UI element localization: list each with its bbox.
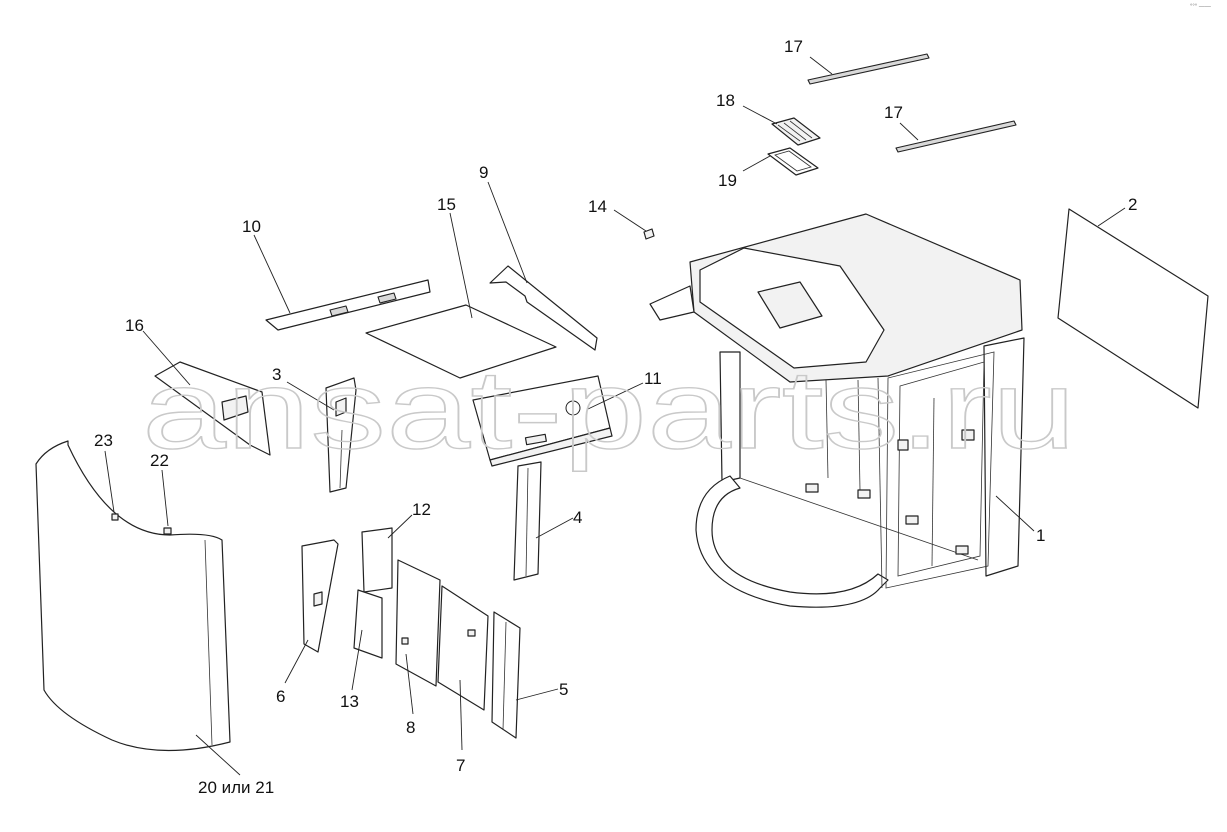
part-15-plate	[365, 304, 557, 379]
part-17-strip-upper	[807, 53, 930, 85]
callout-11: 11	[644, 369, 662, 388]
part-1-cab-frame	[649, 213, 1025, 608]
part-4-pillar	[513, 461, 542, 581]
leader-1	[995, 495, 1035, 532]
leader-6	[284, 639, 309, 684]
callout-7: 7	[456, 756, 465, 775]
leader-16	[142, 330, 191, 386]
part-3-pillar	[325, 377, 357, 493]
callout-labels: 17 17 18 19 14 2 9 15 10 16 3 11 23 22 1…	[94, 37, 1137, 797]
leader-2	[1097, 207, 1126, 227]
leader-20-21	[195, 734, 241, 776]
callout-17-lower: 17	[884, 103, 903, 122]
callout-15: 15	[437, 195, 456, 214]
leader-13	[351, 629, 363, 691]
callout-8: 8	[406, 718, 415, 737]
leader-9	[487, 181, 528, 284]
callout-5: 5	[559, 680, 568, 699]
leader-4	[535, 517, 574, 539]
leader-lines	[104, 56, 1126, 776]
part-10-bar	[265, 279, 431, 331]
leader-17-lower	[899, 122, 919, 141]
callout-16: 16	[125, 316, 144, 335]
callout-17-upper: 17	[784, 37, 803, 56]
part-7-panel	[437, 585, 489, 711]
leader-14	[613, 209, 647, 232]
part-18-grille	[771, 117, 821, 146]
leader-22	[161, 469, 169, 527]
part-19-frame	[767, 147, 819, 176]
leader-15	[449, 212, 473, 319]
leader-19	[742, 155, 771, 172]
leader-7	[459, 679, 463, 751]
part-11-console	[472, 375, 613, 467]
callout-1: 1	[1036, 526, 1045, 545]
callout-23: 23	[94, 431, 113, 450]
leader-11	[587, 382, 644, 410]
part-2-glass-panel	[1057, 208, 1209, 409]
callout-22: 22	[150, 451, 169, 470]
callout-19: 19	[718, 171, 737, 190]
part-5-pillar	[491, 611, 521, 739]
leader-18	[742, 105, 778, 125]
callout-2: 2	[1128, 195, 1137, 214]
watermark-text: ansat-parts.ru	[142, 347, 1076, 472]
callout-9: 9	[479, 163, 488, 182]
part-14-bolt	[643, 228, 655, 240]
part-8-panel	[395, 559, 441, 687]
callout-20-or-21: 20 или 21	[198, 778, 274, 797]
part-17-strip-lower	[895, 120, 1017, 153]
part-20-21-curved-panel	[35, 440, 231, 752]
leader-10	[253, 234, 291, 314]
callout-18: 18	[716, 91, 735, 110]
callout-3: 3	[272, 365, 281, 384]
corner-mark: °°° ——	[1190, 4, 1211, 10]
leader-8	[405, 653, 414, 715]
leader-12	[387, 514, 413, 539]
part-16-panel	[154, 361, 271, 456]
callout-12: 12	[412, 500, 431, 519]
part-13-panel	[353, 589, 383, 659]
leader-23	[104, 450, 115, 513]
part-12-panel	[361, 527, 393, 593]
callout-10: 10	[242, 217, 261, 236]
leader-17-upper	[809, 56, 833, 75]
leader-3	[286, 381, 335, 411]
callout-4: 4	[573, 508, 582, 527]
callout-14: 14	[588, 197, 607, 216]
leader-5	[515, 688, 559, 701]
callout-13: 13	[340, 692, 359, 711]
part-9-panel	[489, 265, 598, 351]
callout-6: 6	[276, 687, 285, 706]
part-6-pillar	[301, 539, 339, 653]
